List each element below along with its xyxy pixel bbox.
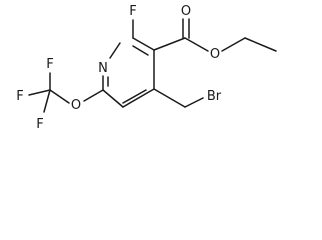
bond-c4-c5-inner: [122, 89, 147, 104]
bond-c5-c6: [102, 89, 124, 108]
bond-oxygen-cf3-carbon: [49, 89, 70, 104]
bond-c4-ch2: [153, 88, 186, 108]
bond-ester-oxygen-to-ch2: [221, 37, 246, 52]
cf3-fluorine-left-label: F: [16, 89, 23, 104]
bromomethyl-group: [153, 88, 204, 108]
bond-c2-c3-inner: [132, 45, 149, 56]
trifluoromethoxy-group: [28, 72, 104, 113]
ring-nitrogen-label: N: [98, 61, 108, 76]
fluorine-label-c2: F: [129, 4, 136, 19]
bond-carbonyl-to-ester-oxygen: [184, 37, 209, 52]
trifluoromethoxy-oxygen-label: O: [71, 98, 81, 113]
cf3-fluorine-top-label: F: [46, 57, 53, 72]
cf3-fluorine-bottom-label: F: [36, 117, 43, 132]
pyridine-ring: [102, 37, 155, 108]
carbonyl-oxygen-label: O: [181, 4, 191, 19]
bond-c4-c5: [122, 88, 155, 108]
ethyl-ester-group: [153, 18, 277, 52]
bond-ch2-to-ch3: [244, 37, 277, 52]
bond-c2-c3: [132, 37, 155, 51]
bond-c3-carbonyl-carbon: [153, 37, 186, 51]
chemical-structure-diagram: F N O O F F F O Br: [16, 4, 277, 132]
bond-c6-oxygen: [83, 89, 104, 102]
ester-oxygen-label: O: [210, 47, 220, 62]
bond-ch2-bromine: [184, 97, 204, 108]
bromine-label: Br: [207, 89, 222, 104]
bond-cf3-fluorine-bottom: [43, 89, 51, 113]
bond-n1-c2: [109, 42, 121, 59]
bond-cf3-fluorine-left: [28, 89, 51, 96]
